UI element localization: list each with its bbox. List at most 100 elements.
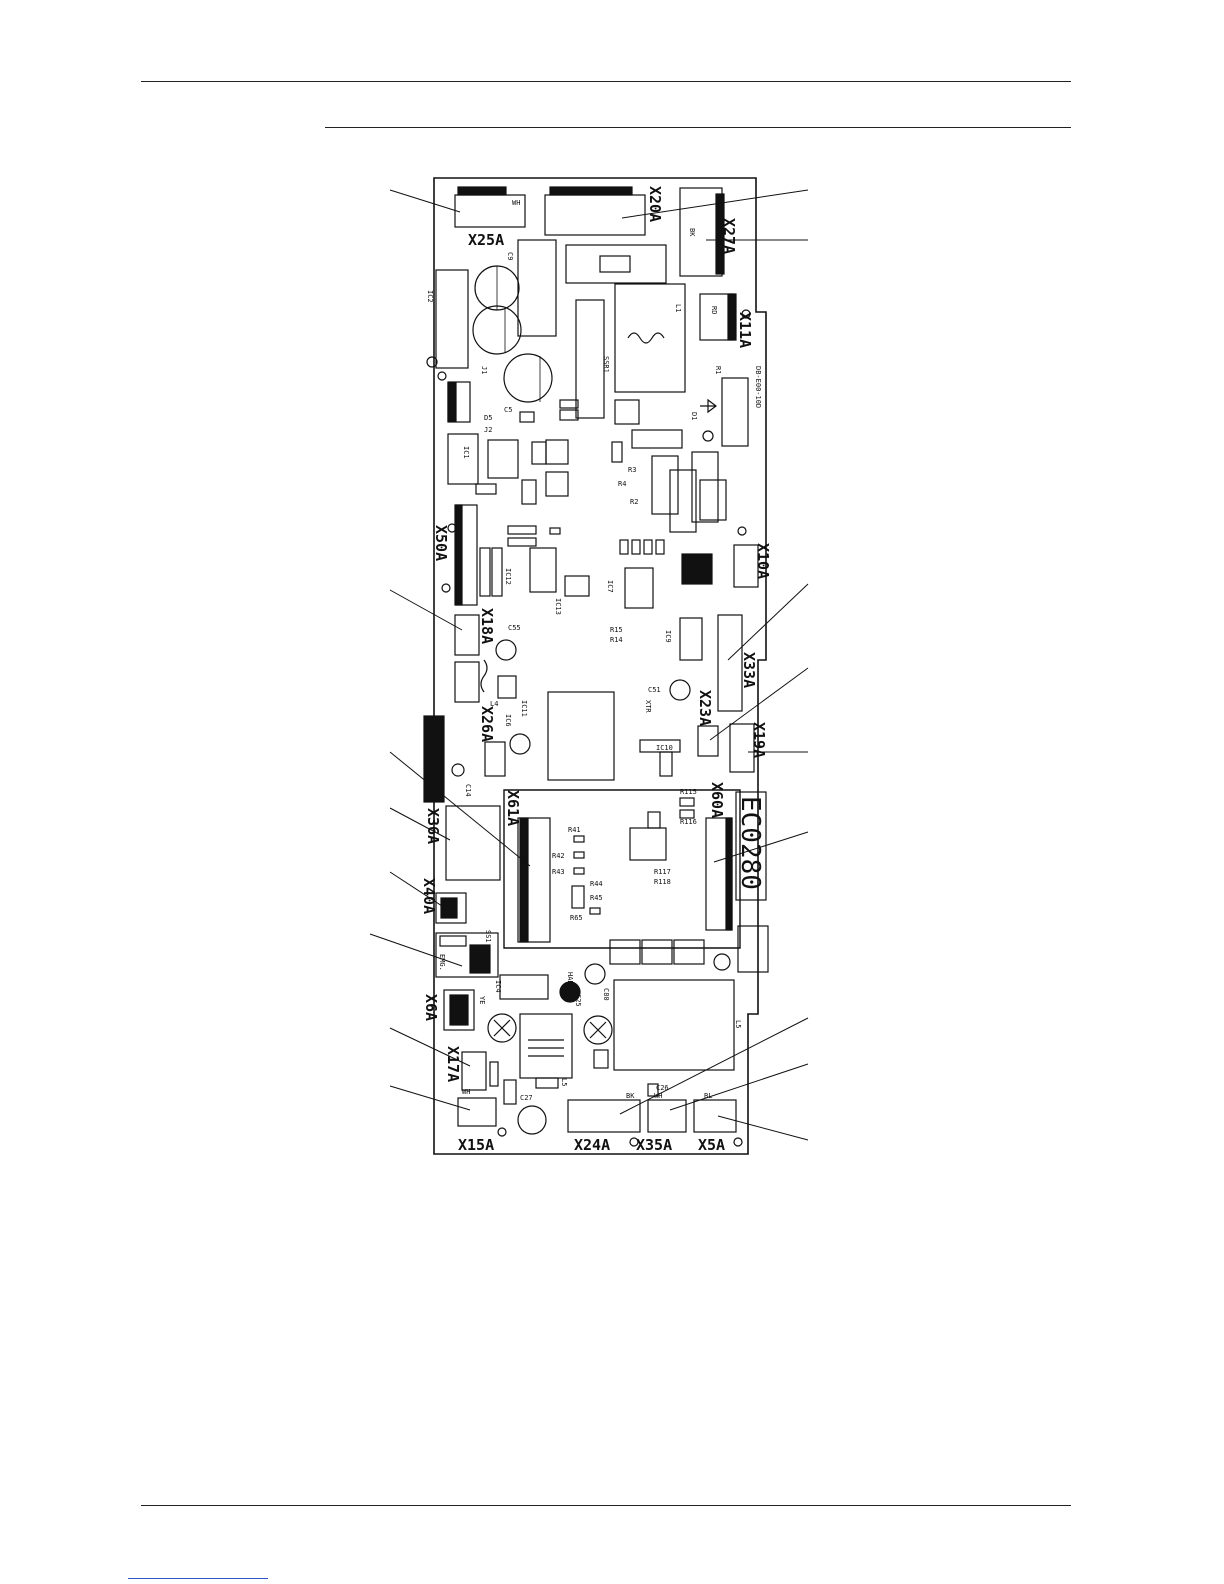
l6-body [519, 1013, 573, 1079]
label-ic6: IC6 [504, 714, 512, 727]
label-ss1: SS1 [484, 930, 492, 943]
label-x18a: X18A [478, 608, 496, 644]
connector-x18a-body [454, 614, 480, 656]
ic13-body [529, 547, 557, 593]
label-l4: L4 [490, 700, 498, 708]
leader-x35a [669, 1063, 809, 1111]
subboard-outline [503, 789, 741, 949]
connector-x5a-body [693, 1099, 737, 1133]
pcb-outline [433, 177, 767, 1155]
label-c9: C9 [506, 252, 514, 260]
cap-hap [559, 981, 581, 1003]
connector-x26a-body [454, 661, 480, 703]
connector-x20a-body [544, 194, 646, 236]
leader-x36a [389, 807, 451, 841]
connector-x33a-body [717, 614, 743, 712]
model-label-frame [735, 791, 767, 901]
ss1-body [435, 932, 499, 978]
connector-x17a-body [461, 1051, 487, 1091]
label-xtr: XTR [644, 700, 652, 713]
label-d5: D5 [484, 414, 492, 422]
label-ic11: IC11 [520, 700, 528, 717]
connector-x61a-body [517, 817, 551, 943]
ic1-body [447, 433, 479, 485]
label-ssr1: SSR1 [602, 356, 610, 373]
ic2-body [435, 269, 469, 369]
leader-x60a [713, 831, 809, 863]
label-r4: R4 [618, 480, 626, 488]
label-l5: L5 [734, 1020, 742, 1028]
header-rule-top [141, 81, 1071, 82]
label-x60a: X60A [708, 782, 726, 818]
label-r3: R3 [628, 466, 636, 474]
label-r43: R43 [552, 868, 565, 876]
label-wh-x25a: WH [512, 199, 520, 207]
label-r2: R2 [630, 498, 638, 506]
label-r116: R116 [680, 818, 697, 826]
label-l1: L1 [674, 304, 682, 312]
ic6-body [497, 675, 517, 699]
footer-rule [141, 1505, 1071, 1506]
model-label: EC0280 [735, 796, 765, 890]
ic9-body [679, 617, 703, 661]
ic10-body [659, 751, 673, 777]
label-c55: C55 [508, 624, 521, 632]
connector-x36a-body [445, 805, 501, 881]
l5-body [613, 979, 735, 1071]
label-ic2: IC2 [426, 290, 434, 303]
label-x23a: X23A [696, 690, 714, 726]
label-d1: D1 [690, 412, 698, 420]
connector-x19a-body [729, 723, 755, 773]
label-bk-x24a: BK [626, 1092, 635, 1100]
label-ic10: IC10 [656, 744, 673, 752]
label-x27a: X27A [720, 218, 738, 254]
connector-x23a-body [697, 725, 719, 757]
connector-x35a-body [647, 1099, 687, 1133]
main-mcu [547, 691, 615, 781]
leader-x20a [621, 189, 809, 219]
label-x50a: X50A [432, 525, 450, 561]
r1-body [721, 377, 749, 447]
cap-c55 [495, 639, 517, 661]
label-c25: C25 [574, 994, 582, 1007]
label-j1: J1 [480, 366, 488, 374]
label-c26: C26 [656, 1084, 669, 1092]
label-r15: R15 [610, 626, 623, 634]
label-r41: R41 [568, 826, 581, 834]
label-x40a: X40A [420, 878, 438, 914]
cap-c80 [584, 963, 606, 985]
connector-x40a-body [435, 892, 467, 924]
label-ic4: IC4 [494, 980, 502, 993]
label-c5: C5 [504, 406, 512, 414]
label-x33a: X33A [740, 652, 758, 688]
leader-x61a [389, 751, 531, 867]
label-x5a: X5A [698, 1136, 725, 1154]
label-ic1: IC1 [462, 446, 470, 459]
label-l6: L5 [560, 1078, 568, 1086]
leader-x18a [389, 589, 463, 631]
label-ic7: IC7 [606, 580, 614, 593]
leader-x33a [727, 583, 809, 661]
header-rule-section [325, 127, 1071, 128]
label-x61a: X61A [504, 790, 522, 826]
label-x11a: X11A [736, 312, 754, 348]
label-bl-x5a: BL [704, 1092, 712, 1100]
label-x35a: X35A [636, 1136, 672, 1154]
ssr1-body [575, 299, 605, 419]
label-r42: R42 [552, 852, 565, 860]
connector-x15a-body [457, 1097, 497, 1127]
connector-x10a-body [733, 544, 759, 588]
l1-body [614, 283, 686, 393]
leader-x25a [389, 189, 461, 213]
label-x25a: X25A [468, 231, 504, 249]
label-c14: C14 [464, 784, 472, 797]
label-ic9: IC9 [664, 630, 672, 643]
header-strip [423, 715, 445, 803]
label-x15a: X15A [458, 1136, 494, 1154]
label-ic12: IC12 [504, 568, 512, 585]
label-r65: R65 [570, 914, 583, 922]
label-rd-x11a: RD [710, 306, 718, 314]
label-r14: R14 [610, 636, 623, 644]
relay-body [517, 239, 557, 337]
